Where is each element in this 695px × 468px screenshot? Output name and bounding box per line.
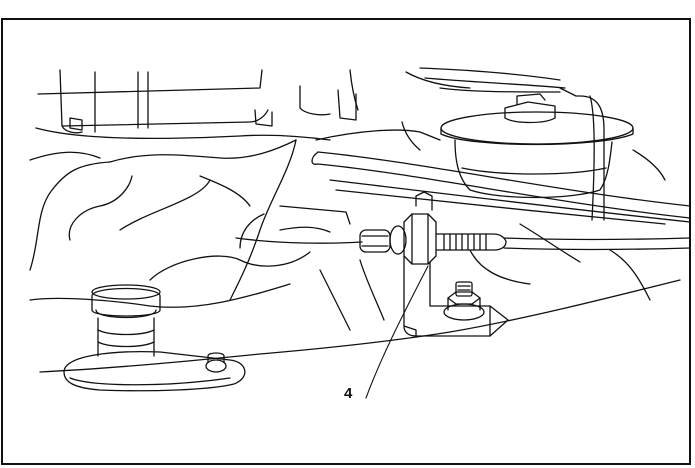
callout-leader-4: [365, 265, 429, 399]
upper-housing: [29, 67, 566, 161]
figure-border: [1, 18, 691, 465]
pulley-assembly: [440, 87, 666, 221]
cable-adjuster: [235, 191, 691, 265]
body-panel: [29, 139, 681, 373]
mounting-bracket: [403, 255, 509, 337]
crossmember-rails: [311, 121, 691, 225]
callout-label-4: 4: [344, 385, 353, 402]
drain-plug: [63, 284, 246, 392]
